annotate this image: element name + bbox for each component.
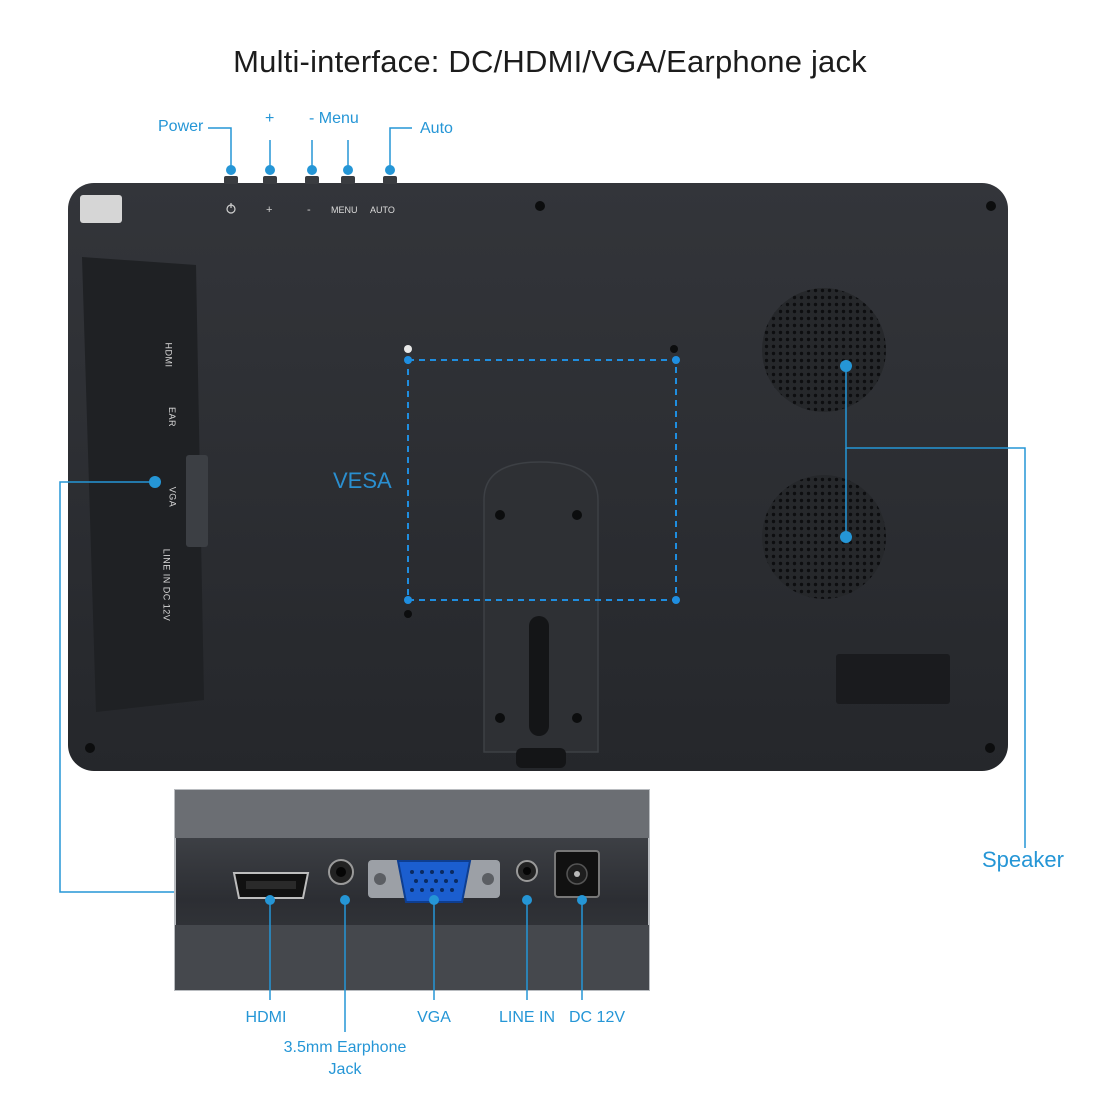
label-vga: VGA (417, 1009, 451, 1026)
stand-foot (516, 748, 566, 768)
label-speaker: Speaker (982, 847, 1064, 872)
plus-symbol: + (266, 204, 272, 216)
side-label-vga: VGA (167, 486, 178, 508)
label-power: Power (158, 118, 204, 135)
screw-holes (85, 201, 996, 753)
label-minus-menu: - Menu (309, 110, 359, 127)
menu-button-label: MENU (331, 205, 358, 215)
label-plus: + (265, 110, 275, 127)
label-plate (836, 654, 950, 704)
speaker-grille-bottom (762, 475, 886, 599)
stand (483, 461, 599, 753)
label-vesa: VESA (333, 468, 392, 493)
port-closeup (174, 789, 650, 991)
vga-side-leader (59, 481, 175, 893)
stand-slot (529, 616, 549, 736)
page-title: Multi-interface: DC/HDMI/VGA/Earphone ja… (233, 44, 867, 79)
vga-side-port (186, 455, 208, 547)
label-auto: Auto (420, 120, 453, 137)
auto-button-label: AUTO (370, 205, 395, 215)
speaker-leader (845, 366, 1026, 848)
label-dc: DC 12V (568, 1009, 626, 1026)
minus-symbol: - (307, 204, 311, 216)
speaker-grille-top (762, 288, 886, 412)
port-leaders (269, 900, 583, 1032)
button-leaders (208, 127, 412, 168)
serial-sticker (80, 195, 122, 223)
side-label-line-in-dc: LINE IN DC 12V (161, 548, 172, 622)
side-label-ear: EAR (167, 406, 178, 428)
side-label-hdmi: HDMI (163, 342, 174, 368)
label-earphone-line1: 3.5mm Earphone (283, 1039, 407, 1056)
power-symbol-icon (226, 203, 236, 214)
side-port-panel (82, 257, 204, 712)
label-line-in: LINE IN (498, 1009, 556, 1026)
stand-screws (495, 510, 582, 723)
label-earphone: 3.5mm Earphone Jack (260, 1037, 430, 1081)
label-earphone-line2: Jack (328, 1061, 362, 1078)
label-hdmi: HDMI (245, 1009, 287, 1026)
top-buttons (224, 176, 397, 184)
vesa-points (404, 356, 680, 604)
vesa-outline (407, 359, 677, 601)
